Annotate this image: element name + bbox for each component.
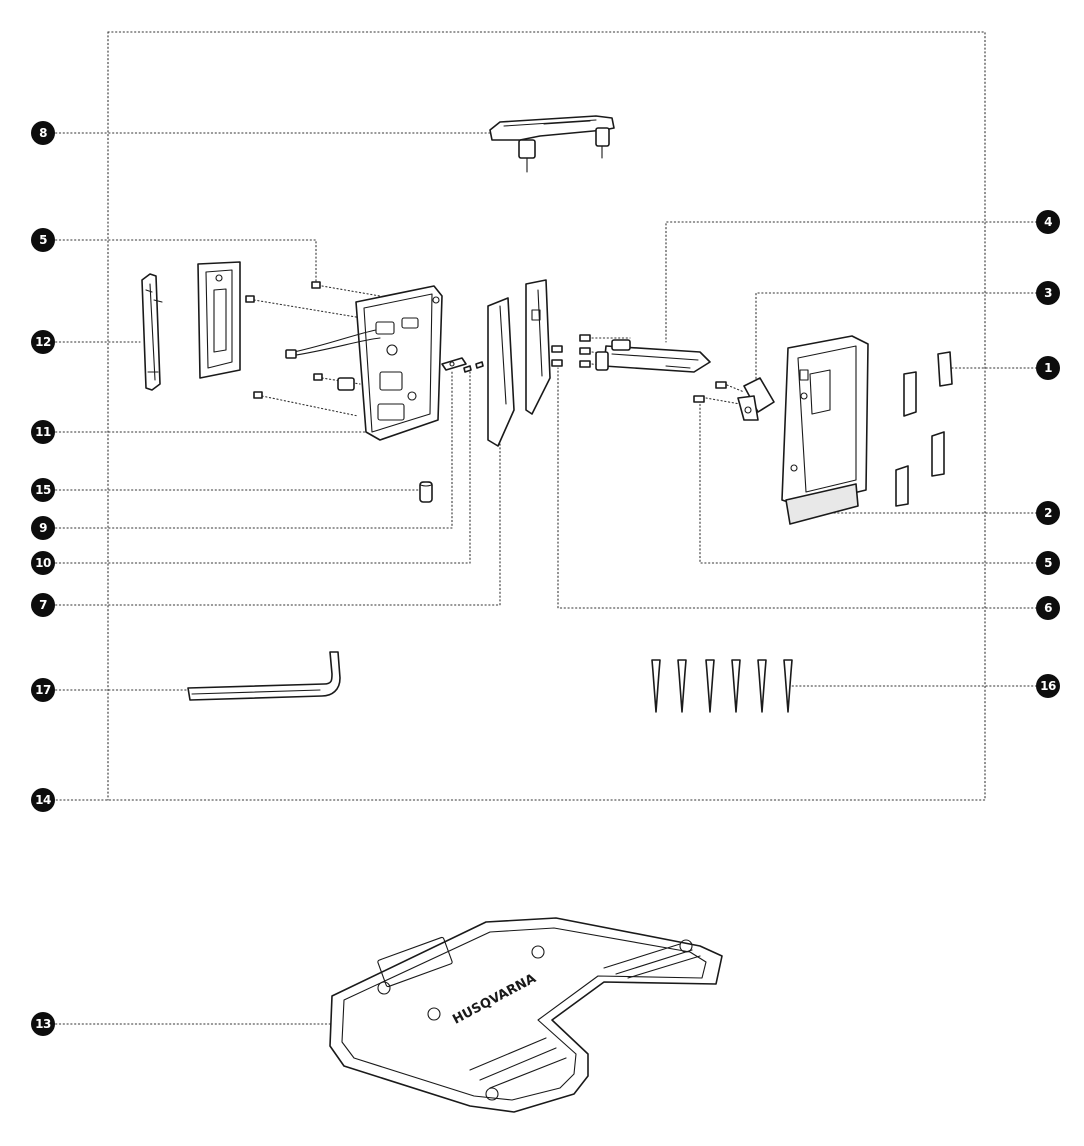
part-charging-board: [285, 285, 443, 441]
part-housing: [781, 335, 869, 525]
screws-left: [245, 281, 323, 399]
svg-text:4: 4: [1044, 215, 1052, 229]
svg-text:10: 10: [35, 556, 51, 570]
svg-text:2: 2: [1044, 506, 1052, 520]
part-spacer: [419, 481, 433, 503]
part-arm-screws: [551, 334, 591, 368]
callout-17: 17: [31, 678, 55, 702]
leader-lines: [47, 31, 1049, 1025]
leader-7: [47, 439, 501, 606]
leader-5a: [47, 239, 317, 283]
svg-text:3: 3: [1044, 286, 1052, 300]
callout-16: 16: [1036, 674, 1060, 698]
screws-right: [693, 381, 727, 403]
svg-text:9: 9: [39, 521, 47, 535]
part-guide-arm: [595, 339, 711, 373]
svg-text:8: 8: [39, 126, 47, 140]
callout-5a: 5: [31, 228, 55, 252]
callout-7: 7: [31, 593, 55, 617]
part-bracket: [737, 377, 775, 421]
part-base-plate: HUSQVARNA: [329, 917, 723, 1113]
part-side-strip: [141, 273, 163, 391]
leader-5b: [699, 399, 1049, 564]
svg-text:14: 14: [35, 793, 51, 807]
callout-9: 9: [31, 516, 55, 540]
svg-text:6: 6: [1044, 601, 1052, 615]
callout-5b: 5: [1036, 551, 1060, 575]
leader-4: [665, 221, 1049, 343]
part-frame-panel: [197, 261, 241, 379]
callout-4: 4: [1036, 210, 1060, 234]
callout-13: 13: [31, 1012, 55, 1036]
callout-1: 1: [1036, 356, 1060, 380]
callout-14: 14: [31, 788, 55, 812]
callout-12: 12: [31, 330, 55, 354]
callout-11: 11: [31, 420, 55, 444]
part-clips: [895, 351, 953, 507]
callout-3: 3: [1036, 281, 1060, 305]
svg-text:13: 13: [35, 1017, 51, 1031]
part-pegs: [651, 659, 793, 713]
svg-text:5: 5: [1044, 556, 1052, 570]
svg-text:16: 16: [1040, 679, 1056, 693]
leader-10: [47, 371, 471, 564]
svg-text:5: 5: [39, 233, 47, 247]
callouts: 8 5 12 11 15 9 10 7 17 14 13 4 3 1 2 5 6…: [31, 121, 1060, 1036]
leader-6: [557, 367, 1049, 609]
callout-8: 8: [31, 121, 55, 145]
callout-15: 15: [31, 478, 55, 502]
svg-text:17: 17: [35, 683, 51, 697]
svg-text:11: 11: [35, 425, 51, 439]
callout-6: 6: [1036, 596, 1060, 620]
svg-text:12: 12: [35, 335, 51, 349]
svg-text:7: 7: [39, 598, 47, 612]
callout-10: 10: [31, 551, 55, 575]
part-small-screw: [463, 361, 484, 373]
callout-2: 2: [1036, 501, 1060, 525]
svg-text:15: 15: [35, 483, 51, 497]
kit-boundary-line: [47, 31, 986, 801]
part-contact-plate: [441, 357, 467, 371]
leader-9: [47, 371, 453, 529]
part-top-cover: [489, 115, 615, 173]
svg-text:1: 1: [1044, 361, 1052, 375]
part-side-plates: [487, 279, 551, 447]
leader-3: [755, 292, 1049, 383]
part-hex-key: [187, 651, 341, 701]
